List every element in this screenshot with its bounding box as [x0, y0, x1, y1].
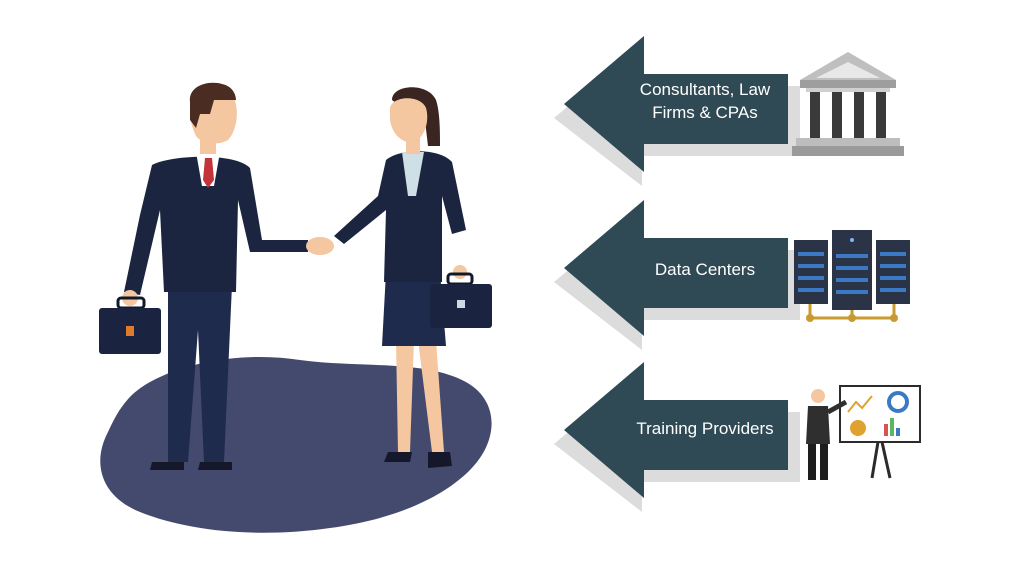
- arrow-label-data-centers: Data Centers: [654, 260, 756, 279]
- woman-shoe-right: [428, 452, 452, 468]
- arrow-training-providers: Training Providers: [548, 362, 808, 512]
- woman-right-hand: [453, 265, 467, 279]
- woman-legs: [396, 340, 414, 452]
- woman-briefcase-lock: [457, 300, 465, 308]
- bank-building-icon: [792, 52, 904, 156]
- arrow-label-training-providers: Training Providers: [636, 419, 774, 438]
- arrow-shape: [554, 200, 800, 350]
- man-jacket: [124, 156, 308, 295]
- handshake-illustration: [99, 82, 492, 533]
- arrow-label-line1: Consultants, Law: [639, 80, 771, 99]
- arrow-consultants: Consultants, Law Firms & CPAs: [548, 36, 808, 186]
- man-hair: [189, 82, 236, 128]
- arrow-shape: [554, 36, 800, 186]
- arrow-data-centers: Data Centers: [548, 200, 808, 350]
- woman-legs-2: [418, 340, 444, 452]
- man-legs: [168, 285, 232, 462]
- ground-blob: [100, 356, 492, 533]
- handshake-hands: [306, 237, 334, 255]
- man-shoe-right: [198, 462, 232, 470]
- woman-jacket: [334, 151, 466, 282]
- presenter-chart-icon: [806, 385, 921, 480]
- woman-blouse: [402, 152, 424, 196]
- woman-head: [390, 98, 428, 143]
- arrow-label-line2: Firms & CPAs: [652, 103, 758, 122]
- man-tie: [203, 158, 214, 188]
- arrow-label-consultants: Consultants, Law Firms & CPAs: [610, 78, 800, 124]
- server-racks-icon: [794, 230, 910, 322]
- man-briefcase-lock: [126, 326, 134, 336]
- man-shoe-left: [150, 462, 184, 470]
- arrow-shape: [554, 362, 800, 512]
- woman-shoe-left: [384, 452, 412, 462]
